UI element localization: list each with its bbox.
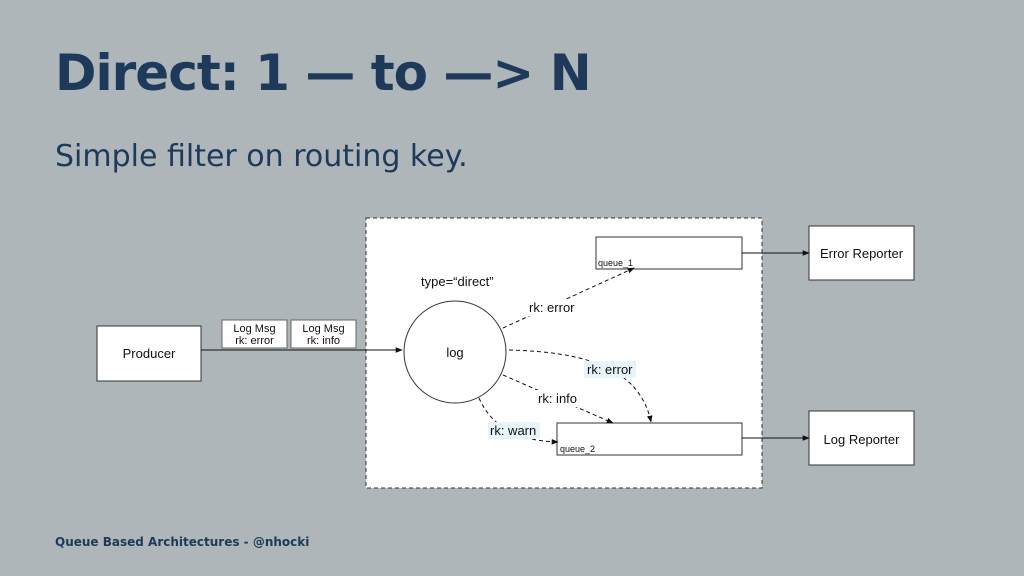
slide-title: Direct: 1 — to —> N: [55, 44, 592, 102]
exchange-node: [403, 300, 507, 404]
message-box: [221, 319, 288, 349]
error-reporter-label: Error Reporter: [820, 246, 904, 261]
message-box: [290, 319, 357, 349]
log-reporter-node: [808, 410, 915, 466]
binding-q1-error-label: rk: error: [529, 300, 575, 315]
producer-node: [96, 325, 202, 382]
message-line1: Log Msg: [233, 323, 275, 335]
binding-label-bg: [488, 422, 540, 439]
queue-2-node: [556, 422, 743, 456]
producer-label: Producer: [123, 346, 176, 361]
message-line1: Log Msg: [302, 323, 344, 335]
message-line2: rk: error: [235, 335, 274, 347]
error-reporter-node: [808, 225, 915, 281]
queue-2-label: queue_2: [560, 444, 595, 454]
binding-q2-info-arrow: [502, 374, 614, 424]
binding-q2-error-label: rk: error: [587, 362, 633, 377]
binding-q2-info-label: rk: info: [538, 391, 577, 406]
log-reporter-label: Log Reporter: [824, 432, 901, 447]
slide-footer: Queue Based Architectures - @nhocki: [55, 535, 310, 549]
binding-q1-error-arrow: [502, 267, 635, 329]
queue-1-label: queue_1: [598, 258, 633, 268]
exchange-type-label: type=“direct”: [421, 274, 494, 289]
slide-subtitle: Simple filter on routing key.: [55, 139, 468, 174]
binding-label-bg: [525, 299, 577, 316]
binding-label-bg: [584, 361, 636, 378]
binding-label-bg: [536, 390, 580, 407]
exchange-label: log: [446, 345, 463, 360]
binding-q2-warn-label: rk: warn: [490, 423, 536, 438]
message-line2: rk: info: [307, 335, 340, 347]
